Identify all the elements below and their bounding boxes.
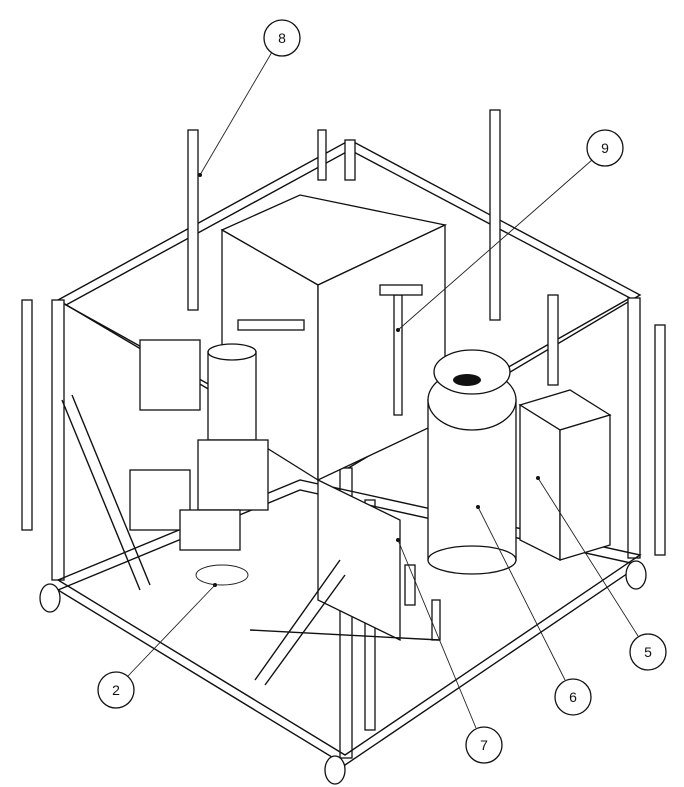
svg-text:7: 7 bbox=[480, 737, 488, 753]
callout-7: 7 bbox=[465, 726, 503, 764]
leader-lines bbox=[127, 51, 639, 729]
support-stand bbox=[249, 478, 441, 642]
braces bbox=[61, 394, 346, 686]
callout-8: 8 bbox=[263, 19, 301, 57]
svg-text:2: 2 bbox=[112, 682, 120, 698]
callout-2: 2 bbox=[97, 671, 135, 709]
callout-5: 5 bbox=[629, 633, 667, 671]
pressure-vessel-cylinder bbox=[427, 349, 517, 575]
leader-dots bbox=[198, 173, 540, 587]
svg-text:9: 9 bbox=[601, 140, 609, 156]
hanger-brackets bbox=[187, 109, 559, 416]
svg-text:6: 6 bbox=[569, 689, 577, 705]
svg-text:5: 5 bbox=[644, 644, 652, 660]
casters bbox=[39, 560, 647, 785]
callout-6: 6 bbox=[554, 678, 592, 716]
svg-text:8: 8 bbox=[278, 30, 286, 46]
pump-unit bbox=[129, 339, 269, 586]
callout-9: 9 bbox=[586, 129, 624, 167]
control-panel-box bbox=[518, 389, 612, 562]
